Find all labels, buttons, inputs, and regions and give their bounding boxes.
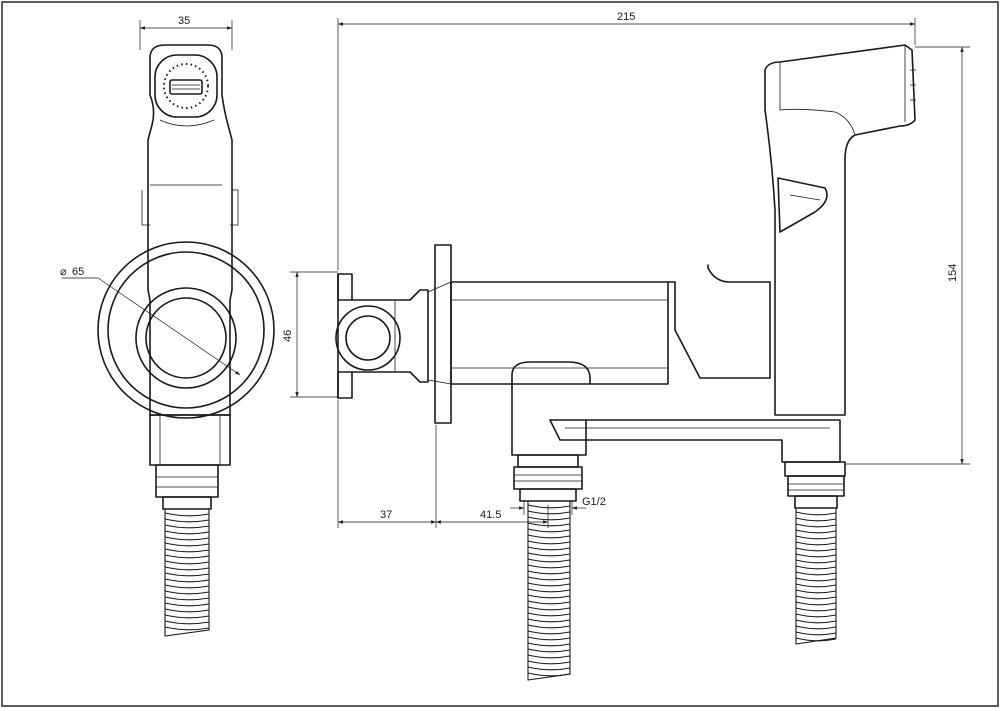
wall-plate: [434, 244, 452, 424]
connector-ring: [335, 305, 401, 371]
handset-body: [147, 44, 233, 416]
spray-head: [154, 54, 218, 118]
hose-nut: [155, 464, 219, 498]
trigger-lever: [777, 177, 828, 233]
valve-body: [450, 281, 669, 385]
dimension-height-right: 154: [947, 264, 959, 282]
hose: [527, 501, 571, 681]
dimension-diameter: 65: [72, 266, 84, 278]
front-view: [97, 44, 275, 637]
dimension-thread: G1/2: [582, 496, 606, 508]
dimension-width-top: 35: [178, 15, 190, 27]
hose: [795, 508, 837, 645]
hose-nut-right: [787, 475, 845, 497]
dimension-overall-length: 215: [617, 11, 635, 23]
wall-flange: [337, 273, 353, 399]
side-view: [335, 44, 916, 681]
dimension-height-left: 46: [282, 330, 294, 342]
dimension-offset-a: 37: [380, 509, 392, 521]
spray-button: [169, 79, 203, 95]
dimension-offset-b: 41.5: [480, 509, 501, 521]
spray-nozzle-dots: [163, 63, 209, 109]
handset-side: [764, 44, 916, 416]
rosette-circle: [97, 241, 275, 419]
inlet-nut: [517, 454, 579, 468]
hose: [164, 509, 210, 637]
holder-cradle: [667, 264, 771, 379]
diameter-symbol: ⌀: [60, 266, 67, 278]
outlet-ring: [135, 287, 237, 389]
